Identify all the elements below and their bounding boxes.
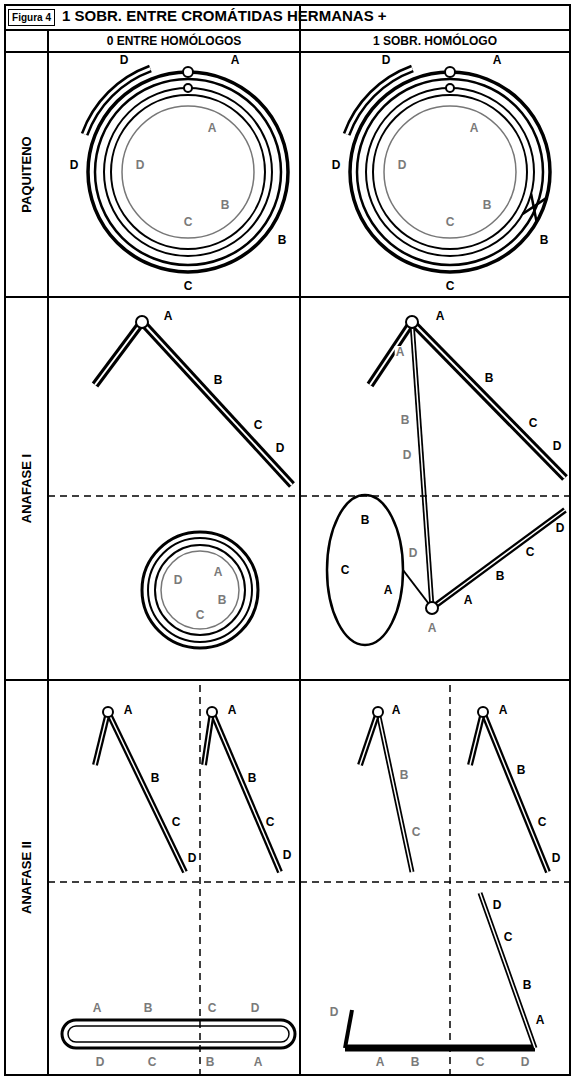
locus-letter: A xyxy=(469,122,480,134)
locus-letter: C xyxy=(195,609,206,621)
locus-letter: D xyxy=(397,159,408,171)
locus-letter: D xyxy=(492,899,503,911)
row-header: PAQUITENO xyxy=(5,52,48,297)
locus-letter: B xyxy=(516,764,527,776)
locus-letter: B xyxy=(220,199,231,211)
locus-letter: C xyxy=(340,564,351,576)
locus-letter: B xyxy=(539,234,550,246)
locus-letter: D xyxy=(552,440,563,452)
locus-letter: A xyxy=(535,1014,546,1026)
locus-letter: C xyxy=(147,1056,158,1068)
locus-letter: B xyxy=(205,1056,216,1068)
locus-letter: A xyxy=(498,704,509,716)
locus-letter: A xyxy=(92,1002,103,1014)
locus-letter: A xyxy=(213,566,224,578)
locus-letter: C xyxy=(503,931,514,943)
locus-letter: A xyxy=(383,584,394,596)
figure-tag: Figura 4 xyxy=(8,9,55,26)
locus-letter: D xyxy=(520,1056,531,1068)
locus-letter: B xyxy=(484,372,495,384)
figure-number: Figura 4 xyxy=(12,13,51,23)
locus-letter: A xyxy=(123,704,134,716)
locus-letter: A xyxy=(163,310,174,322)
locus-letter: C xyxy=(475,1056,486,1068)
locus-letter: D xyxy=(555,522,566,534)
locus-letter: D xyxy=(187,852,198,864)
column-label: 0 ENTRE HOMÓLOGOS xyxy=(107,35,242,47)
column-header: 0 ENTRE HOMÓLOGOS xyxy=(48,30,300,52)
locus-letter: D xyxy=(331,159,342,171)
locus-letter: D xyxy=(173,574,184,586)
locus-letter: A xyxy=(435,310,446,322)
locus-letter: A xyxy=(230,54,241,66)
locus-letter: B xyxy=(482,199,493,211)
locus-letter: B xyxy=(522,979,533,991)
locus-letter: D xyxy=(119,54,130,66)
locus-letter: C xyxy=(537,816,548,828)
locus-letter: D xyxy=(551,852,562,864)
column-header: 1 SOBR. HOMÓLOGO xyxy=(300,30,570,52)
locus-letter: C xyxy=(207,1002,218,1014)
locus-letter: D xyxy=(250,1002,261,1014)
locus-letter: C xyxy=(445,280,456,292)
locus-letter: D xyxy=(282,849,293,861)
locus-letter: A xyxy=(375,1056,386,1068)
locus-letter: B xyxy=(143,1002,154,1014)
locus-letter: C xyxy=(183,280,194,292)
locus-letter: D xyxy=(408,547,419,559)
locus-letter: D xyxy=(381,54,392,66)
locus-letter: B xyxy=(360,514,371,526)
locus-letter: A xyxy=(207,122,218,134)
locus-letter: A xyxy=(395,346,406,358)
locus-letter: D xyxy=(135,159,146,171)
locus-letter: A xyxy=(427,622,438,634)
locus-letter: D xyxy=(275,442,286,454)
row-header: ANAFASE I xyxy=(5,297,48,680)
locus-letter: C xyxy=(528,417,539,429)
row-label: ANAFASE II xyxy=(20,841,33,914)
locus-letter: B xyxy=(495,570,506,582)
locus-letter: D xyxy=(69,159,80,171)
locus-letter: B xyxy=(150,772,161,784)
locus-letter: D xyxy=(402,449,413,461)
locus-letter: C xyxy=(253,419,264,431)
locus-letter: B xyxy=(247,772,258,784)
row-label: ANAFASE I xyxy=(20,454,33,523)
locus-letter: C xyxy=(183,216,194,228)
locus-letter: C xyxy=(525,546,536,558)
locus-letter: A xyxy=(253,1056,264,1068)
locus-letter: B xyxy=(410,1056,421,1068)
locus-letter: B xyxy=(217,594,228,606)
locus-letter: A xyxy=(463,594,474,606)
locus-letter: C xyxy=(171,816,182,828)
locus-letter: C xyxy=(445,216,456,228)
locus-letter: B xyxy=(277,234,288,246)
column-label: 1 SOBR. HOMÓLOGO xyxy=(373,35,497,47)
locus-letter: A xyxy=(492,54,503,66)
figure-title: 1 SOBR. ENTRE CROMÁTIDAS HERMANAS + xyxy=(62,6,387,26)
locus-letter: D xyxy=(329,1006,340,1018)
row-label: PAQUITENO xyxy=(20,136,33,212)
locus-letter: B xyxy=(213,374,224,386)
locus-letter: A xyxy=(391,704,402,716)
locus-letter: B xyxy=(400,414,411,426)
locus-letter: D xyxy=(95,1056,106,1068)
row-header: ANAFASE II xyxy=(5,680,48,1075)
locus-letter: A xyxy=(227,704,238,716)
locus-letter: B xyxy=(399,769,410,781)
locus-letter: C xyxy=(265,816,276,828)
locus-letter: C xyxy=(411,826,422,838)
